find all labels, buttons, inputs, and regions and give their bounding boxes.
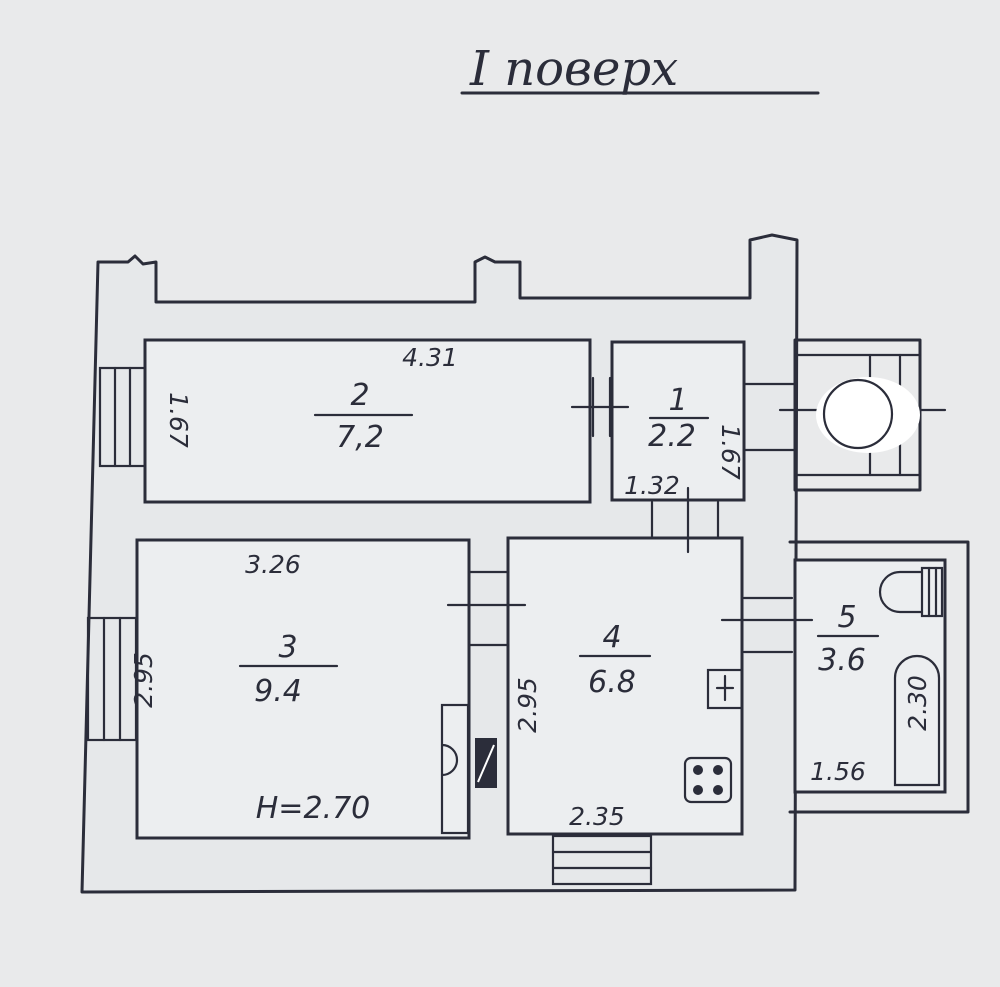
room-1-label: 1 2.2	[648, 383, 710, 454]
sink	[706, 668, 744, 710]
room-5-number: 5	[837, 600, 856, 635]
room-1-number: 1	[668, 383, 687, 418]
room-1	[610, 340, 746, 502]
room-2-number: 2	[350, 378, 369, 413]
room-4	[506, 536, 744, 836]
dim-room3-depth: 2.95	[129, 652, 158, 708]
cooker	[683, 756, 733, 804]
door-4-5	[720, 596, 814, 654]
dim-room4-depth: 2.95	[513, 677, 542, 733]
window-left-upper	[98, 366, 147, 468]
ceiling-height: H=2.70	[256, 791, 371, 826]
floor-title: I поверх	[469, 41, 678, 97]
window-bottom	[551, 834, 653, 886]
room-3-area: 9.4	[254, 674, 302, 709]
toilet	[878, 566, 944, 618]
room-2	[143, 338, 592, 504]
photo-glare	[816, 377, 920, 453]
dim-room1-width: 1.32	[624, 471, 680, 500]
dim-room5-depth: 2.30	[903, 675, 932, 731]
dim-room1-depth: 1.67	[716, 424, 745, 480]
room-5	[793, 558, 947, 794]
room-3-label: 3 9.4	[238, 630, 339, 709]
entrance-steps-marker	[822, 378, 894, 450]
room-5-area: 3.6	[818, 643, 866, 678]
door-1-4	[650, 486, 720, 554]
door-3-4	[446, 570, 527, 647]
stove	[440, 703, 497, 835]
dim-room4-width: 2.35	[569, 802, 625, 831]
room-1-area: 2.2	[648, 419, 696, 454]
room-4-area: 6.8	[588, 665, 636, 700]
room-5-label: 5 3.6	[816, 600, 880, 678]
room-4-number: 4	[602, 620, 621, 655]
room-5-outer	[788, 540, 970, 814]
room-3	[135, 538, 471, 840]
room-2-area: 7,2	[336, 420, 384, 455]
dim-room5-width: 1.56	[810, 757, 866, 786]
room-2-label: 2 7,2	[313, 378, 414, 455]
door-2-1	[570, 376, 630, 438]
dim-room3-width: 3.26	[245, 550, 301, 579]
window-left-lower	[86, 616, 138, 742]
dim-room2-depth: 1.67	[164, 392, 193, 448]
dim-room2-width: 4.31	[402, 343, 458, 372]
door-1-entrance	[743, 382, 797, 452]
bathtub	[893, 654, 941, 787]
room-4-label: 4 6.8	[578, 620, 652, 700]
room-3-number: 3	[278, 630, 297, 665]
